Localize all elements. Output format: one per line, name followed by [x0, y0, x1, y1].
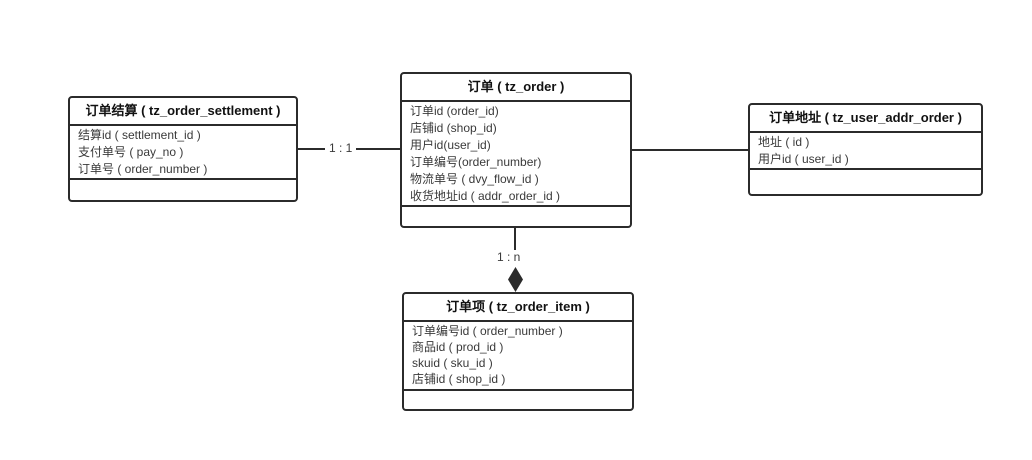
field-row: 店铺id ( shop_id ) — [412, 372, 506, 386]
field-row: 订单号 ( order_number ) — [78, 162, 208, 176]
table-title: 订单结算 ( tz_order_settlement ) — [70, 98, 296, 126]
field-row: 店铺id (shop_id) — [410, 121, 497, 135]
field-row: 收货地址id ( addr_order_id ) — [410, 189, 561, 203]
field-row: skuid ( sku_id ) — [412, 356, 493, 370]
table-field-list: 结算id ( settlement_id ) 支付单号 ( pay_no ) 订… — [70, 126, 296, 180]
field-row: 物流单号 ( dvy_flow_id ) — [410, 172, 539, 186]
table-title: 订单 ( tz_order ) — [402, 74, 630, 102]
field-row: 商品id ( prod_id ) — [412, 340, 504, 354]
field-row: 用户id(user_id) — [410, 138, 491, 152]
field-row: 订单编号id ( order_number ) — [412, 324, 563, 338]
field-row: 支付单号 ( pay_no ) — [78, 145, 184, 159]
field-row: 用户id ( user_id ) — [758, 152, 849, 166]
cardinality-label-one-to-one: 1 : 1 — [325, 141, 357, 156]
entity-table-tz-order-settlement: 订单结算 ( tz_order_settlement ) 结算id ( sett… — [68, 96, 298, 202]
field-row: 订单id (order_id) — [410, 104, 499, 118]
entity-table-tz-order: 订单 ( tz_order ) 订单id (order_id) 店铺id (sh… — [400, 72, 632, 228]
table-field-list: 订单id (order_id) 店铺id (shop_id) 用户id(user… — [402, 102, 630, 207]
entity-table-tz-user-addr-order: 订单地址 ( tz_user_addr_order ) 地址 ( id ) 用户… — [748, 103, 983, 196]
table-title: 订单项 ( tz_order_item ) — [404, 294, 632, 322]
diamond-arrowhead-icon — [508, 267, 523, 292]
connector-order-addr — [632, 149, 748, 151]
connector-order-item — [514, 228, 516, 252]
field-row: 地址 ( id ) — [758, 135, 810, 149]
field-row: 订单编号(order_number) — [410, 155, 542, 169]
table-field-list: 地址 ( id ) 用户id ( user_id ) — [750, 133, 981, 170]
table-field-list: 订单编号id ( order_number ) 商品id ( prod_id )… — [404, 322, 632, 391]
cardinality-label-one-to-n: 1 : n — [493, 250, 525, 265]
field-row: 结算id ( settlement_id ) — [78, 128, 201, 142]
table-title: 订单地址 ( tz_user_addr_order ) — [750, 105, 981, 133]
entity-table-tz-order-item: 订单项 ( tz_order_item ) 订单编号id ( order_num… — [402, 292, 634, 411]
